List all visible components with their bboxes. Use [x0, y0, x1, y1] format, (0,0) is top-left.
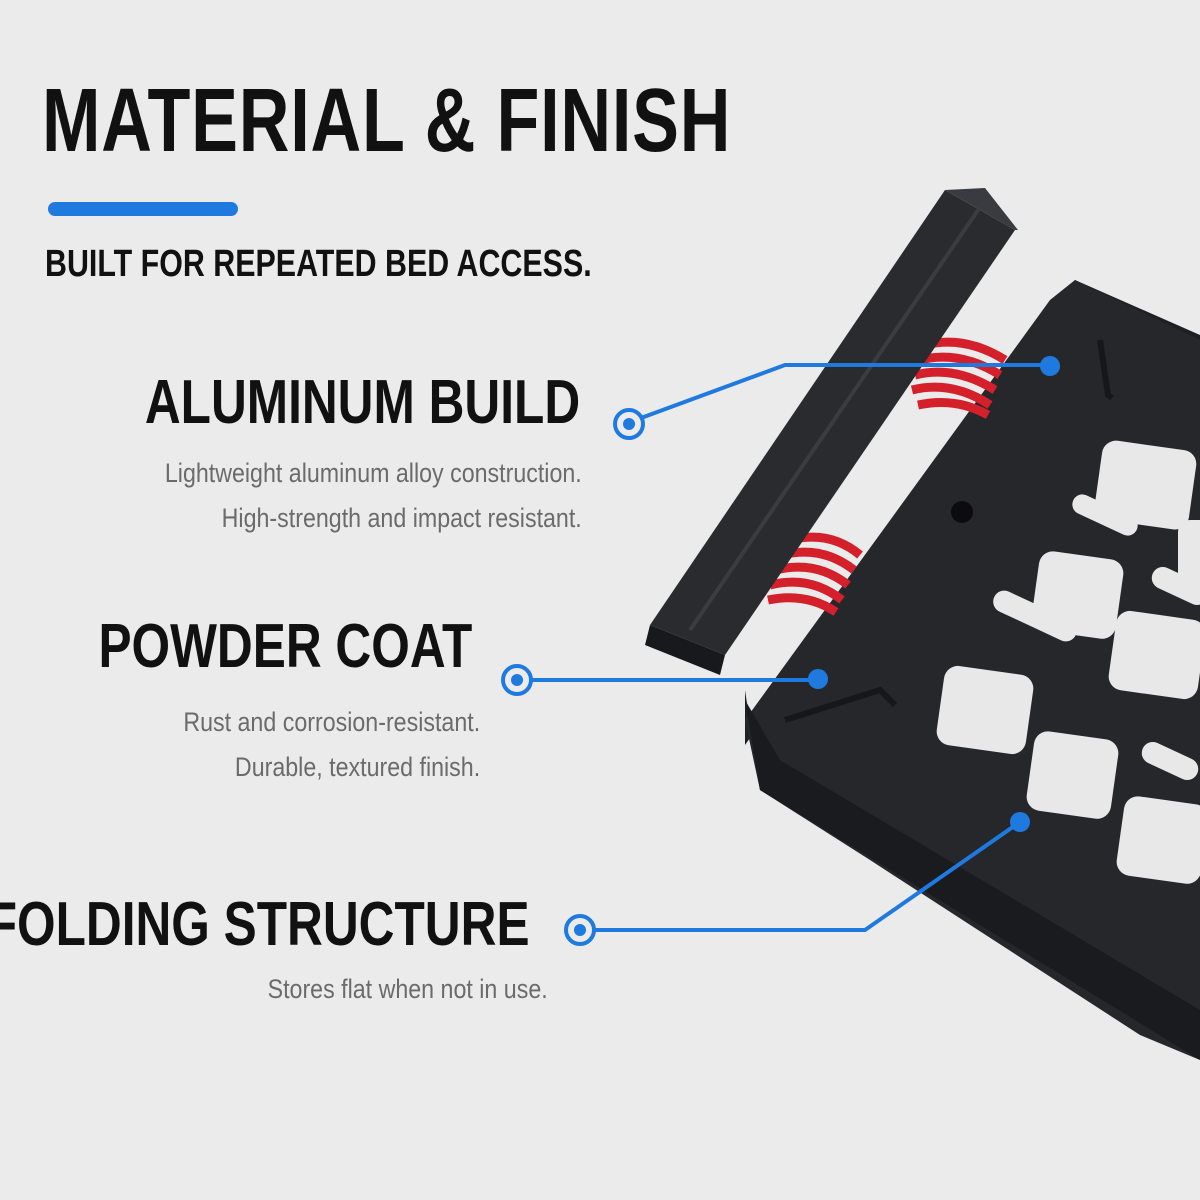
- feature-desc-line: High-strength and impact resistant.: [221, 503, 583, 533]
- feature-desc-line: Stores flat when not in use.: [267, 974, 548, 1004]
- rail: [645, 188, 1018, 675]
- feature-title-aluminum-build: ALUMINUM BUILD: [144, 368, 580, 437]
- feature-title-powder-coat: POWDER COAT: [98, 612, 472, 681]
- page-title: MATERIAL & FINISH: [42, 71, 732, 171]
- feature-desc-aluminum-build: Lightweight aluminum alloy construction.…: [165, 451, 582, 541]
- feature-title-folding-structure: FOLDING STRUCTURE: [0, 890, 530, 959]
- page-subtitle: BUILT FOR REPEATED BED ACCESS.: [45, 243, 592, 285]
- plate: [745, 280, 1200, 1060]
- accent-divider: [48, 202, 238, 216]
- feature-desc-line: Lightweight aluminum alloy construction.: [165, 458, 582, 488]
- feature-desc-powder-coat: Rust and corrosion-resistant. Durable, t…: [183, 700, 480, 790]
- springs: [767, 337, 1008, 616]
- plate-cutouts: [936, 440, 1200, 884]
- feature-desc-line: Rust and corrosion-resistant.: [183, 707, 480, 737]
- callout-target-icons: [501, 408, 645, 946]
- callout-lines: [529, 363, 1050, 932]
- callout-anchors: [808, 356, 1060, 832]
- feature-desc-folding-structure: Stores flat when not in use.: [268, 967, 548, 1012]
- feature-desc-line: Durable, textured finish.: [234, 752, 480, 782]
